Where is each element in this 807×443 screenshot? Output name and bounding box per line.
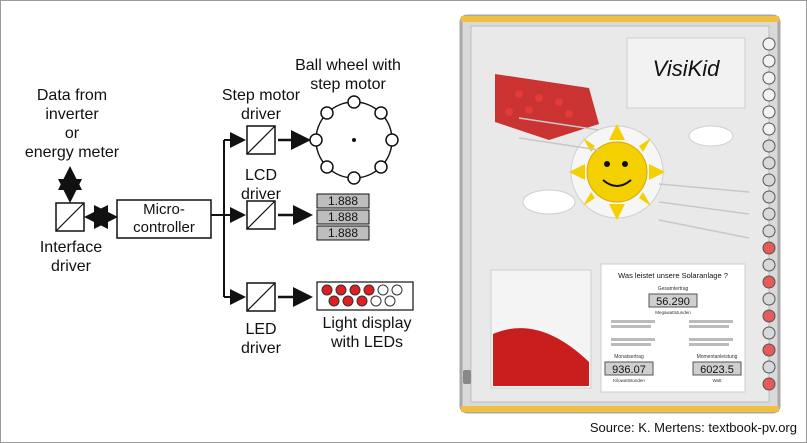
current-power-unit: Watt — [712, 378, 722, 383]
microcontroller-label: Micro- controller — [133, 201, 195, 236]
led-red — [321, 284, 333, 296]
lcd-value-3: 1.888 — [328, 226, 358, 240]
panel-lamp — [762, 275, 776, 289]
lamp-column — [762, 37, 776, 391]
panel-lamp — [762, 309, 776, 323]
panel-lamp — [762, 173, 776, 187]
panel-lamp — [762, 343, 776, 357]
monthly-yield-value: 936.07 — [612, 364, 646, 376]
monthly-yield-caption: Monatsertrag — [614, 354, 644, 360]
light-display-label: Light display with LEDs — [322, 315, 412, 351]
panel-lamp — [762, 207, 776, 221]
microcontroller-block — [116, 199, 212, 239]
panel-lamp — [762, 241, 776, 255]
current-power-caption: Momentanleistung — [697, 354, 738, 360]
ball-wheel-symbol — [309, 95, 399, 185]
led-white — [377, 284, 389, 296]
visikid-panel-photo: VisiKid Was leistet unsere Solaranl — [459, 14, 781, 414]
led-driver-label: LED driver — [240, 321, 281, 357]
lcd-value-1: 1.888 — [328, 194, 358, 208]
panel-lamp — [762, 377, 776, 391]
led-white — [370, 295, 382, 307]
step-motor-driver-block — [246, 125, 276, 155]
step-motor-driver-label: Step motor driver — [221, 87, 301, 123]
panel-lamp — [762, 360, 776, 374]
led-white — [384, 295, 396, 307]
led-red — [328, 295, 340, 307]
lcd-display-stack: 1.888 1.888 1.888 — [316, 193, 370, 241]
led-red — [349, 284, 361, 296]
led-white — [391, 284, 403, 296]
panel-lamp — [762, 224, 776, 238]
panel-lamp — [762, 292, 776, 306]
panel-lamp — [762, 190, 776, 204]
panel-lamp — [762, 139, 776, 153]
led-red — [342, 295, 354, 307]
panel-lamp — [762, 88, 776, 102]
current-power-value: 6023.5 — [700, 364, 734, 376]
led-red — [356, 295, 368, 307]
led-driver-block — [246, 282, 276, 312]
data-source-label: Data from inverter or energy meter — [24, 87, 120, 161]
panel-lamp — [762, 156, 776, 170]
block-diagram: 1.888 1.888 1.888 — [55, 95, 414, 312]
led-array — [321, 284, 403, 307]
led-red — [363, 284, 375, 296]
total-yield-value: 56.290 — [656, 296, 690, 308]
total-yield-caption: Gesamtertrag — [658, 286, 689, 292]
lcd-driver-label: LCD driver — [240, 167, 281, 203]
panel-lamp — [762, 326, 776, 340]
lcd-driver-block — [246, 200, 276, 230]
source-credit: Source: K. Mertens: textbook-pv.org — [589, 420, 797, 435]
total-yield-unit: Megawattstunden — [655, 310, 691, 315]
led-red — [335, 284, 347, 296]
panel-lamp — [762, 54, 776, 68]
ball-wheel-label: Ball wheel with step motor — [295, 57, 401, 93]
sun-graphic — [569, 124, 665, 220]
brand-label: VisiKid — [653, 56, 721, 81]
panel-lamp — [762, 71, 776, 85]
interface-driver-block — [55, 202, 85, 232]
panel-lamp — [762, 105, 776, 119]
monthly-yield-unit: Kilowattstunden — [613, 378, 645, 383]
panel-lamp — [762, 258, 776, 272]
panel-lamp — [762, 37, 776, 51]
interface-driver-label: Interface driver — [39, 239, 103, 275]
lcd-value-2: 1.888 — [328, 210, 358, 224]
panel-lamp — [762, 122, 776, 136]
info-title: Was leistet unsere Solaranlage ? — [618, 271, 728, 280]
